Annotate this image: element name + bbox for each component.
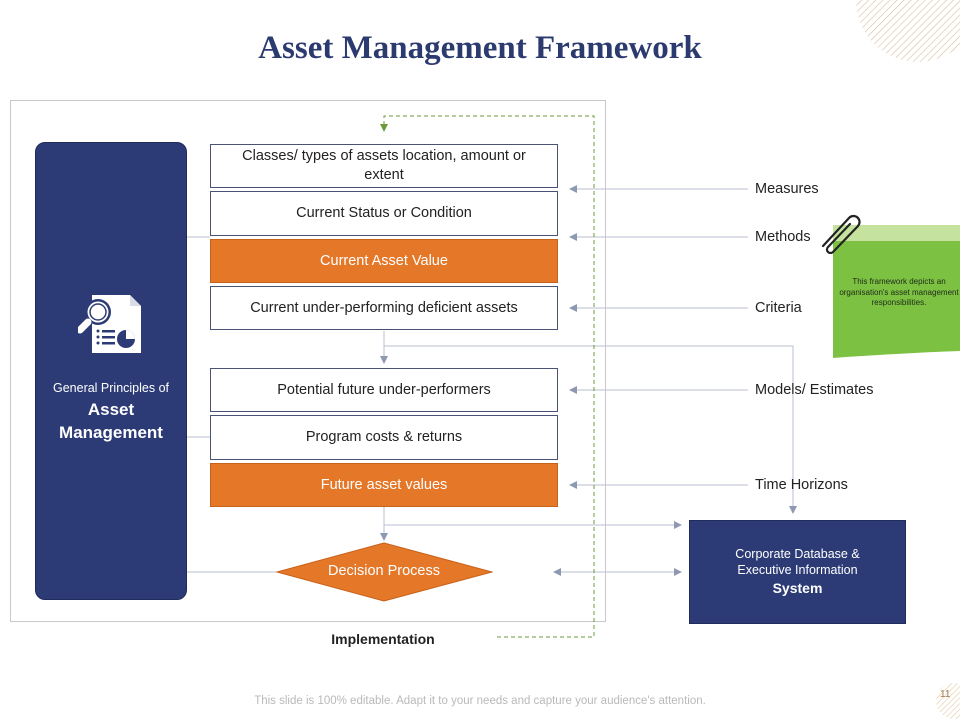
label-criteria: Criteria [755, 300, 802, 316]
document-magnifier-chart-icon [78, 295, 141, 353]
box-underperforming-assets: Current under-performing deficient asset… [210, 286, 558, 330]
diagram-frame [10, 100, 606, 622]
box-future-underperformers: Potential future under-performers [210, 368, 558, 412]
principles-title-line1: Asset [87, 400, 135, 419]
decorative-circle [856, 0, 960, 62]
footer-text: This slide is 100% editable. Adapt it to… [254, 695, 706, 707]
sticky-note [833, 225, 960, 358]
corporate-database-box: Corporate Database & Executive Informati… [689, 520, 906, 624]
decision-diamond [276, 542, 493, 602]
page-number: 11 [940, 689, 951, 700]
paperclip-icon [821, 214, 861, 254]
label-time-horizons: Time Horizons [755, 477, 848, 493]
principles-subtitle: General Principles of [52, 381, 170, 395]
note-text: This framework depicts an organisation's… [839, 277, 959, 307]
corporate-line3: System [772, 580, 823, 596]
principles-title-line2: Management [59, 423, 163, 442]
principles-panel [35, 142, 187, 600]
label-methods: Methods [755, 229, 811, 245]
label-measures: Measures [755, 181, 819, 197]
page-title: Asset Management Framework [258, 30, 702, 66]
box-asset-classes: Classes/ types of assets location, amoun… [210, 144, 558, 188]
label-models-estimates: Models/ Estimates [755, 382, 874, 398]
corporate-line1: Corporate Database & [735, 547, 860, 561]
box-current-asset-value: Current Asset Value [210, 239, 558, 283]
box-current-status: Current Status or Condition [210, 191, 558, 236]
decision-label: Decision Process [327, 563, 440, 579]
implementation-label: Implementation [331, 631, 435, 647]
corporate-line2: Executive Information [737, 563, 858, 577]
box-future-asset-values: Future asset values [210, 463, 558, 507]
page-number-badge [936, 683, 960, 719]
box-program-costs: Program costs & returns [210, 415, 558, 460]
principles-title: Asset Management [35, 398, 187, 444]
